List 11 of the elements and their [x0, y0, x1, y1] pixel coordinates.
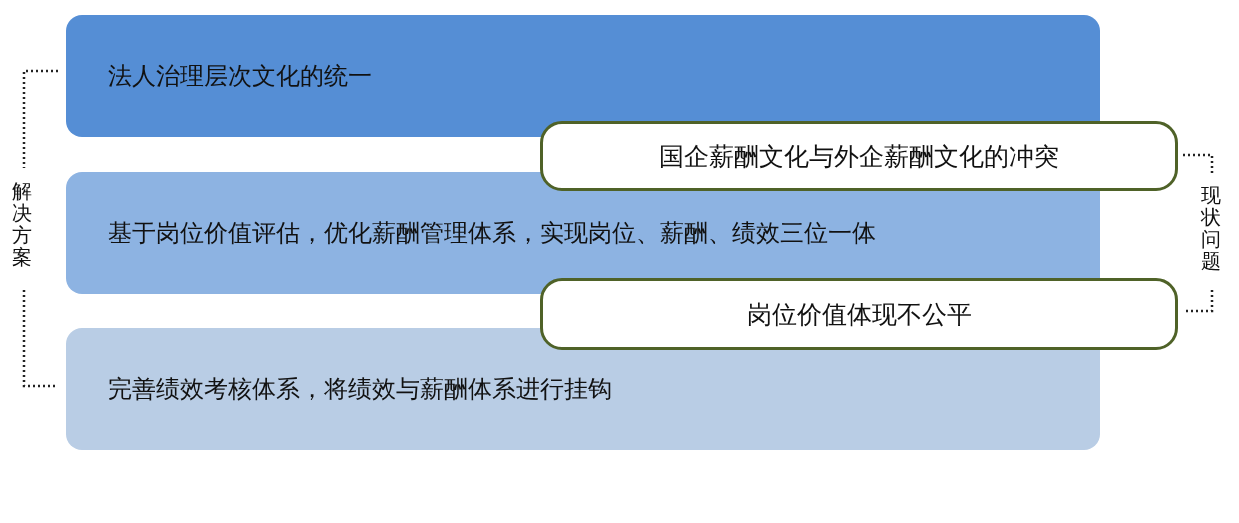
side-label: 现状问题: [1201, 184, 1221, 272]
solution-box: [66, 15, 1100, 137]
side-label: 解决方案: [12, 180, 32, 268]
solution-text: 法人治理层次文化的统一: [108, 61, 372, 92]
solution-text: 完善绩效考核体系，将绩效与薪酬体系进行挂钩: [108, 374, 612, 405]
solution-text: 基于岗位价值评估，优化薪酬管理体系，实现岗位、薪酬、绩效三位一体: [108, 218, 876, 249]
problem-text: 岗位价值体现不公平: [746, 298, 972, 331]
problem-box: [540, 121, 1178, 191]
problem-box: [540, 278, 1178, 350]
solution-box: [66, 328, 1100, 450]
problem-text: 国企薪酬文化与外企薪酬文化的冲突: [659, 140, 1059, 173]
